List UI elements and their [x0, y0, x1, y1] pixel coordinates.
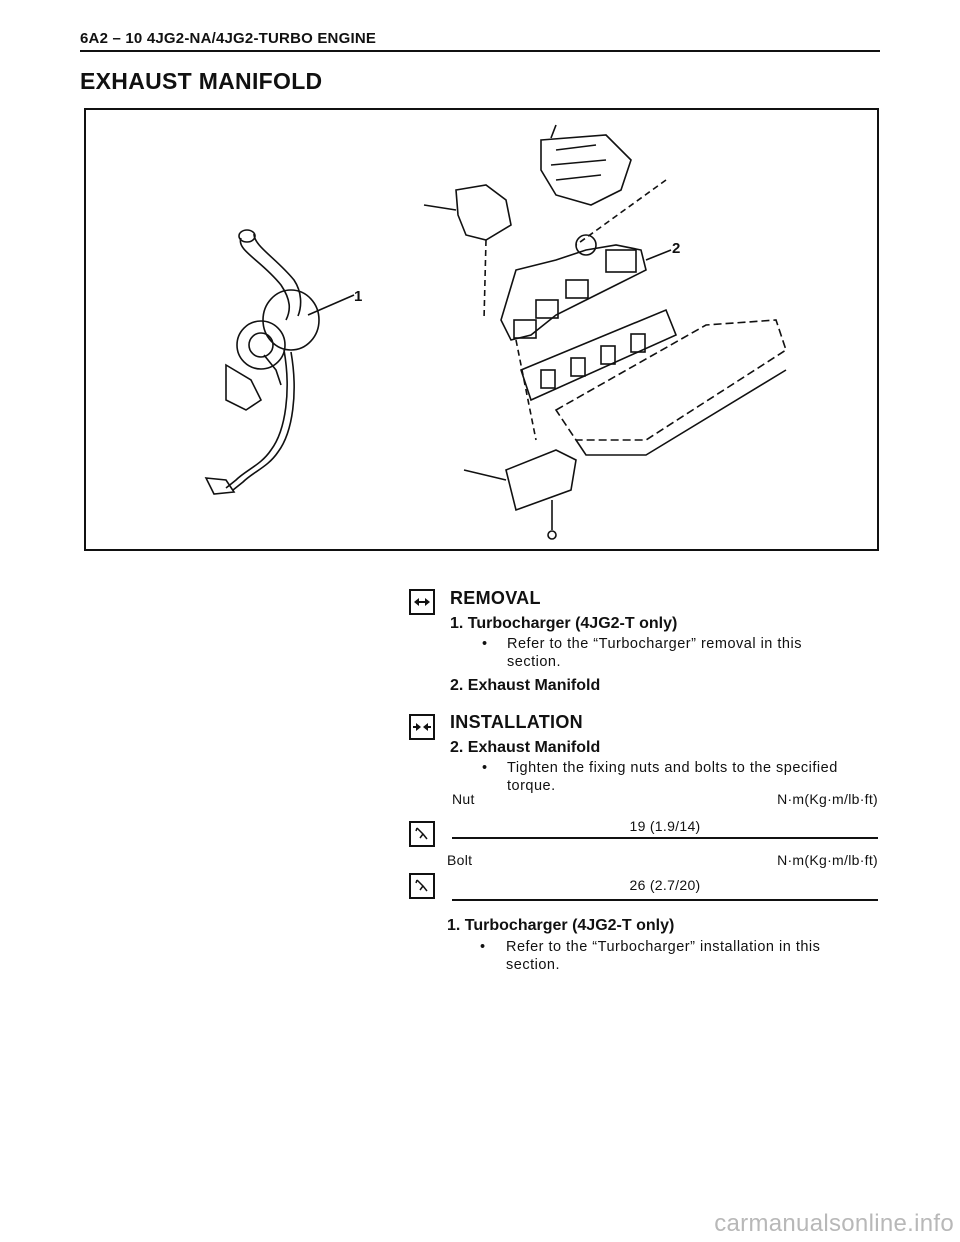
torque-wrench-icon	[409, 873, 435, 899]
page-title: EXHAUST MANIFOLD	[80, 68, 323, 94]
installation-step-1: 1. Turbocharger (4JG2-T only)	[447, 917, 675, 934]
callout-2: 2	[672, 240, 681, 257]
installation-step-2-text: Tighten the fixing nuts and bolts to the…	[507, 760, 838, 776]
torque-wrench-icon	[409, 821, 435, 847]
removal-arrows-icon	[409, 589, 435, 615]
installation-heading: INSTALLATION	[450, 712, 583, 732]
installation-step-2-text-cont: torque.	[507, 778, 556, 794]
page-header: 6A2 – 10 4JG2-NA/4JG2-TURBO ENGINE	[80, 30, 377, 47]
exhaust-manifold-diagram: 1 2	[84, 108, 879, 551]
torque-nut-value: 19 (1.9/14)	[629, 818, 701, 834]
removal-step-1: 1. Turbocharger (4JG2-T only)	[450, 615, 678, 632]
removal-step-1-text: Refer to the “Turbocharger” removal in t…	[507, 636, 802, 652]
removal-step-2: 2. Exhaust Manifold	[450, 677, 601, 694]
removal-step-1-text-cont: section.	[507, 654, 561, 670]
torque-bolt-unit: N·m(Kg·m/lb·ft)	[777, 852, 878, 868]
installation-step-1-bullet-icon: •	[480, 939, 486, 955]
removal-step-1-bullet-icon: •	[482, 636, 488, 652]
installation-step-2-bullet-icon: •	[482, 760, 488, 776]
torque-bolt-value: 26 (2.7/20)	[629, 877, 701, 893]
exploded-view-drawing	[204, 124, 787, 540]
torque-nut-rule	[452, 837, 878, 839]
installation-step-2: 2. Exhaust Manifold	[450, 739, 601, 756]
removal-heading: REMOVAL	[450, 588, 541, 608]
installation-step-1-text: Refer to the “Turbocharger” installation…	[506, 939, 821, 955]
torque-bolt-label: Bolt	[447, 852, 473, 868]
torque-nut-unit: N·m(Kg·m/lb·ft)	[777, 791, 878, 807]
header-rule	[80, 50, 880, 52]
watermark: carmanualsonline.info	[714, 1210, 954, 1237]
installation-step-1-text-cont: section.	[506, 957, 560, 973]
torque-nut-label: Nut	[452, 791, 475, 807]
torque-bolt-rule	[452, 899, 878, 901]
installation-arrows-icon	[409, 714, 435, 740]
callout-1: 1	[354, 288, 363, 305]
